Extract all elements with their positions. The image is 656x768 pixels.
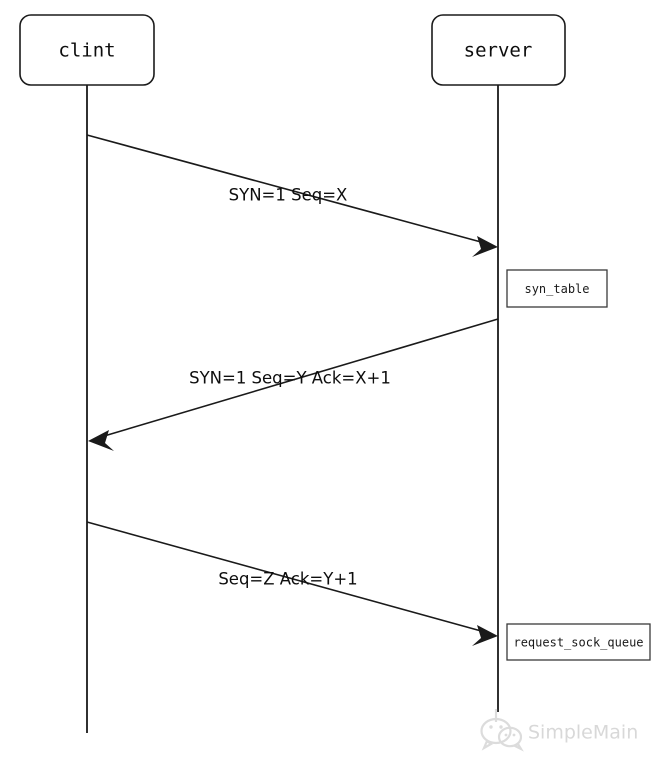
note-request-sock-queue[interactable]: request_sock_queue: [506, 623, 651, 661]
participant-label-server: server: [464, 40, 533, 62]
message-line-syn-ack[interactable]: [93, 318, 499, 440]
message-label-ack: Seq=Z Ack=Y+1: [218, 570, 357, 589]
arrow-head-syn: [472, 236, 498, 257]
participant-server[interactable]: server: [431, 14, 566, 86]
message-ack[interactable]: Seq=Z Ack=Y+1: [86, 521, 498, 646]
message-syn[interactable]: SYN=1 Seq=X: [86, 134, 498, 257]
note-label-syn-table: syn_table: [524, 282, 589, 296]
message-label-syn-ack: SYN=1 Seq=Y Ack=X+1: [189, 369, 391, 388]
note-box-syn-table[interactable]: [506, 269, 608, 308]
watermark: SimpleMain: [480, 709, 638, 752]
participant-client[interactable]: clint: [19, 14, 155, 86]
participant-box-server[interactable]: [431, 14, 566, 86]
message-syn-ack[interactable]: SYN=1 Seq=Y Ack=X+1: [88, 318, 499, 451]
note-label-request-sock-queue: request_sock_queue: [513, 636, 643, 650]
participant-box-client[interactable]: [19, 14, 155, 86]
message-line-ack[interactable]: [86, 521, 493, 635]
message-line-syn[interactable]: [86, 134, 493, 246]
watermark-label: SimpleMain: [528, 722, 638, 744]
wechat-icon: [480, 709, 524, 752]
note-syn-table[interactable]: syn_table: [506, 269, 608, 308]
arrow-head-ack: [472, 625, 498, 646]
participant-label-client: clint: [58, 40, 115, 62]
arrow-head-syn-ack: [88, 430, 114, 451]
note-box-request-sock-queue[interactable]: [506, 623, 651, 661]
lifelines-group: [86, 85, 499, 733]
message-label-syn: SYN=1 Seq=X: [229, 186, 348, 205]
